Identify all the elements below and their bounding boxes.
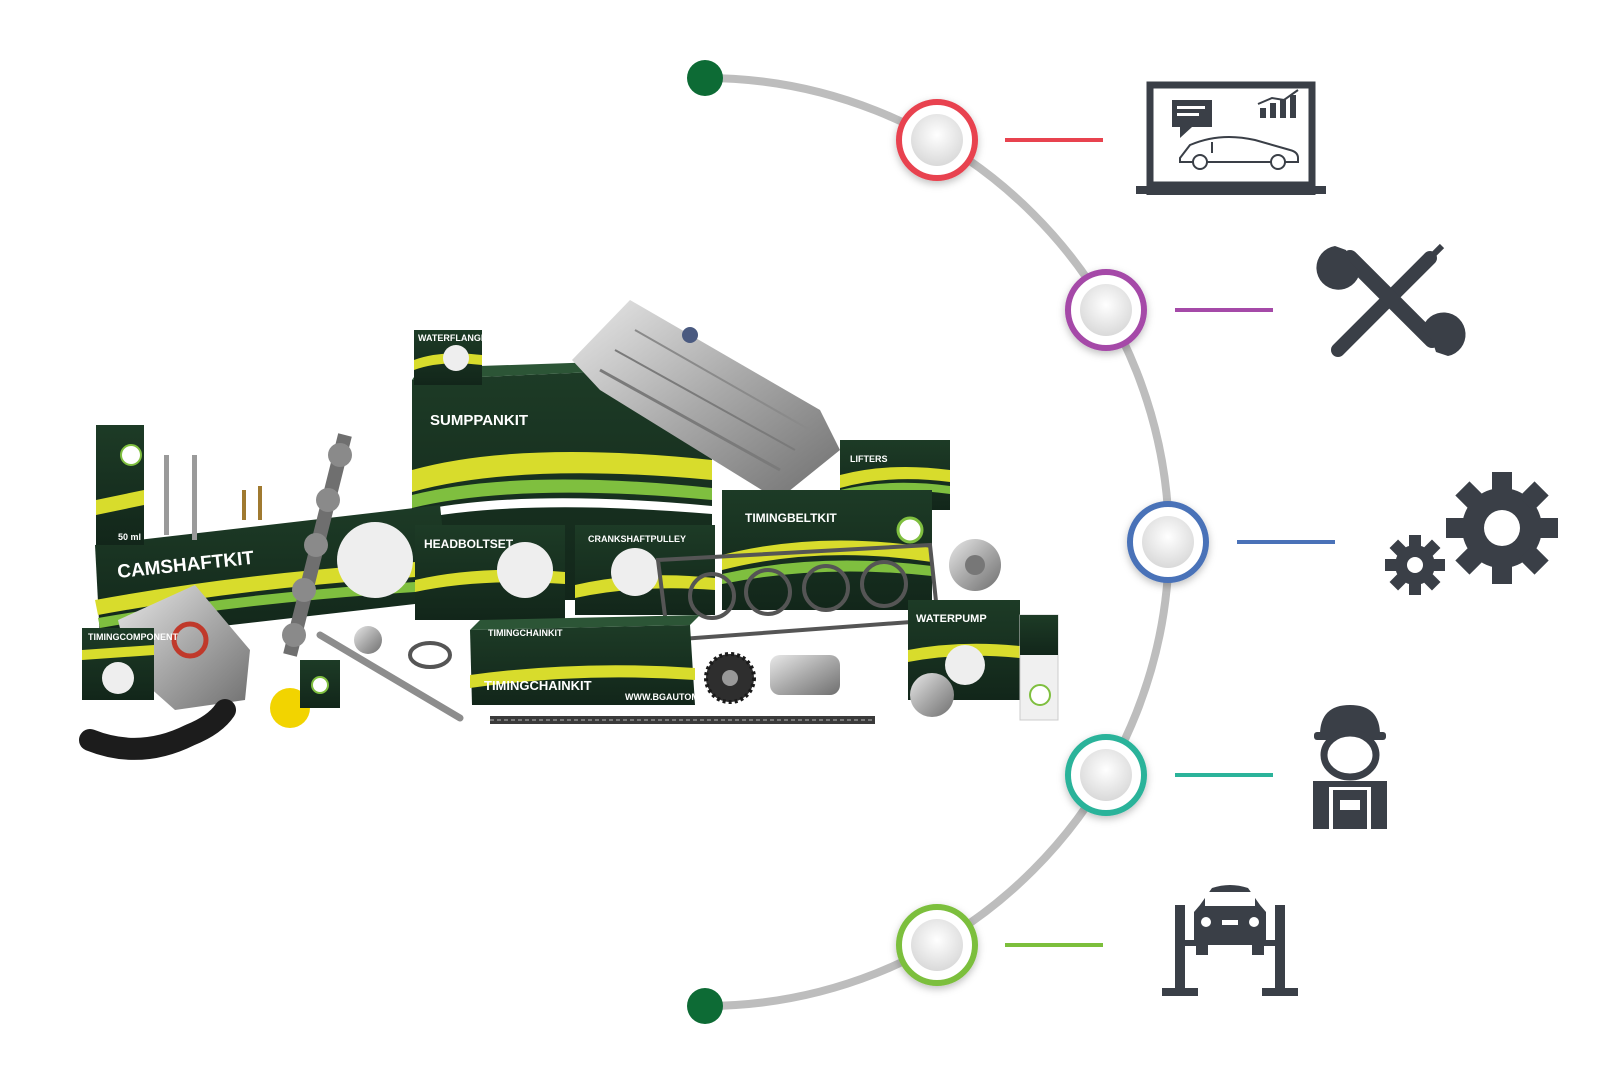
thermostat-box [1019, 614, 1059, 721]
node-1[interactable] [896, 99, 978, 181]
node-2[interactable] [1065, 269, 1147, 351]
product-collage: SUMPPANKIT WATERFLANGE LIFTERS [79, 300, 1059, 760]
sump-pan [572, 300, 840, 500]
mechanic-icon [1313, 705, 1387, 829]
small-parts-box [300, 660, 340, 708]
head-bolt-set-label: HEADBOLTSET [424, 537, 514, 551]
head-bolt-set-box: HEADBOLTSET [415, 525, 565, 620]
valves [164, 455, 262, 540]
water-pump-part [949, 539, 1001, 591]
push-rod [316, 631, 464, 722]
coolant-hose [79, 699, 236, 760]
tools-icon [1316, 243, 1466, 357]
node-3[interactable] [1127, 501, 1209, 583]
timing-chain-kit-lid-label: TIMINGCHAINKIT [488, 628, 563, 638]
gears-icon [1385, 472, 1558, 595]
water-flange-label: WATERFLANGE [418, 333, 487, 343]
lifters-label: LIFTERS [850, 454, 888, 464]
sump-pan-kit-label: SUMPPANKIT [430, 412, 528, 429]
timing-chain [490, 716, 875, 724]
node-5[interactable] [896, 904, 978, 986]
camshaft [282, 433, 352, 657]
water-pump-label: WATERPUMP [916, 613, 987, 625]
laptop-diagnostics-icon [1136, 81, 1326, 195]
car-lift-icon [1162, 885, 1298, 996]
sprocket [704, 652, 756, 704]
crankshaft-pulley-label: CRANKSHAFTPULLEY [588, 534, 686, 544]
timing-belt-kit-label: TIMINGBELTKIT [745, 511, 837, 525]
arc-end-dot [687, 988, 723, 1024]
timing-component-box: TIMINGCOMPONENT [82, 628, 178, 700]
crankshaft-pulley-box: CRANKSHAFTPULLEY [575, 525, 715, 615]
timing-component-label: TIMINGCOMPONENT [88, 632, 178, 642]
tensioners [770, 655, 954, 717]
water-flange-box: WATERFLANGE [414, 330, 487, 385]
timing-chain-kit-box: TIMINGCHAINKIT TIMINGCHAINKIT WWW.BGAUTO… [470, 615, 758, 705]
water-pump-box: WATERPUMP [908, 600, 1020, 700]
oil-tube-box: 50 ml [96, 425, 144, 545]
oil-size-label: 50 ml [118, 532, 141, 542]
timing-chain-kit-label: TIMINGCHAINKIT [484, 678, 592, 693]
node-4[interactable] [1065, 734, 1147, 816]
small-gaskets [354, 626, 452, 669]
website-label: WWW.BGAUTOMOTIVE.CO.UK [625, 692, 758, 702]
arc-start-dot [687, 60, 723, 96]
